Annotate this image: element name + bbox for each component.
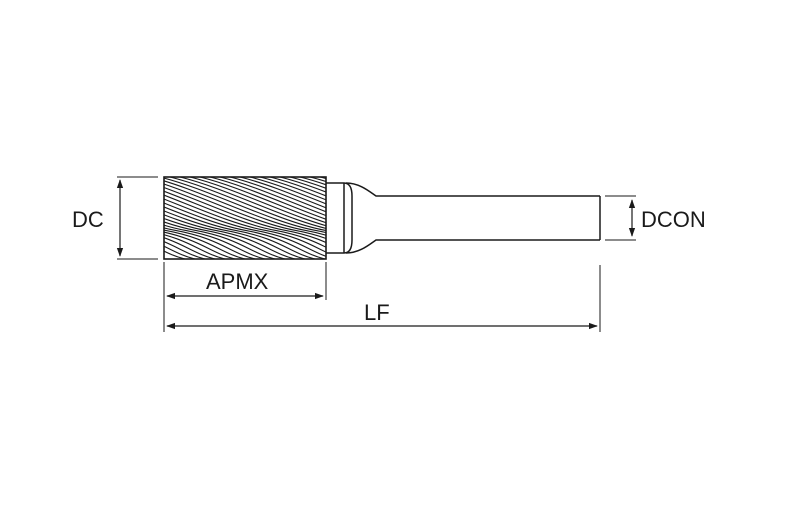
dc-label: DC [72, 207, 104, 232]
flute-line [164, 180, 326, 236]
apmx-dimension: APMX [163, 262, 327, 332]
lf-dimension: LF [166, 265, 601, 332]
cutting-head [163, 176, 327, 260]
flute-line [199, 177, 326, 224]
flute-line [164, 183, 326, 240]
flute-line [219, 177, 326, 217]
flute-line [164, 234, 226, 259]
flute-line [164, 210, 306, 259]
flute-line [164, 190, 326, 248]
flute-line [169, 177, 326, 232]
flute-line [164, 231, 236, 259]
flute-line [164, 177, 326, 234]
flute-line [164, 224, 266, 259]
flute-line [164, 217, 286, 259]
flute-line [239, 177, 326, 209]
flute-line [164, 237, 216, 259]
flute-line [164, 186, 326, 244]
flute-line [229, 177, 326, 213]
flute-line [164, 198, 326, 257]
flute-line [164, 241, 206, 259]
flute-pattern [164, 177, 326, 259]
dcon-label: DCON [641, 207, 706, 232]
shank [326, 182, 601, 254]
dcon-dimension: DCON [605, 195, 706, 241]
flute-line [164, 202, 326, 259]
flute-line [209, 177, 326, 220]
flute-line [164, 227, 256, 259]
flute-line [249, 177, 326, 205]
flute-line [279, 177, 326, 193]
flute-line [259, 177, 326, 201]
flute-line [319, 177, 326, 180]
flute-line [164, 214, 296, 259]
flute-line [269, 177, 326, 197]
flute-line [164, 194, 326, 253]
flute-line [164, 221, 276, 259]
flute-line [309, 177, 326, 183]
apmx-label: APMX [206, 269, 269, 294]
flute-line [189, 177, 326, 227]
flute-line [179, 177, 326, 229]
flute-line [164, 206, 316, 259]
lf-label: LF [364, 300, 390, 325]
flute-line [164, 245, 196, 259]
flute-line [164, 229, 246, 259]
dc-dimension: DC [72, 176, 158, 260]
flute-line [299, 177, 326, 186]
